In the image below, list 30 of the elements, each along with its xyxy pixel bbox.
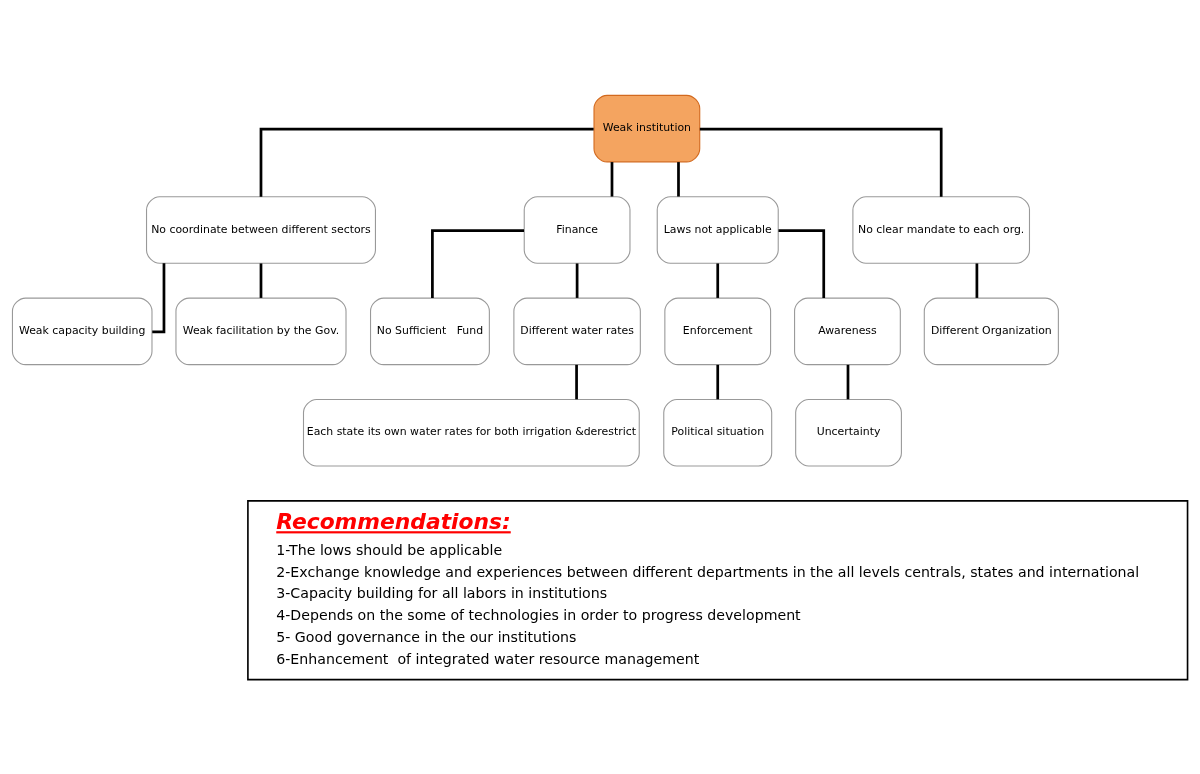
node-box: Awareness: [794, 297, 901, 365]
connector: [152, 262, 166, 333]
connector: [575, 262, 579, 298]
node-box: No coordinate between different sectors: [146, 195, 376, 264]
node-box: Different water rates: [513, 297, 641, 365]
node-box: Recommendations: 1-The lows should be applicable 2-Exchange knowledge and experiences between different departments in the all levels centrals, states and international 3-Capacity building for all labors in institutions 4-Depends on the some of technologies in order to progress development 5- Good governance in the our institutions 6-Enhancement of integrated water resource management: [247, 499, 1189, 680]
node-box: Each state its own water rates for both irrigation &derestrict: [302, 398, 640, 467]
node-box: Weak facilitation by the Gov.: [175, 297, 347, 365]
connector: [259, 127, 594, 197]
node-box: Enforcement: [664, 297, 772, 365]
node-box: No clear mandate to each org.: [852, 195, 1031, 264]
connector: [575, 364, 578, 399]
node-box: Different Organization: [923, 297, 1059, 365]
connector: [699, 127, 943, 197]
connector: [975, 262, 979, 298]
connector: [778, 228, 826, 298]
connector: [846, 364, 850, 399]
node-box: No Sufficient Fund: [370, 297, 490, 365]
node-box: Uncertainty: [795, 398, 902, 467]
node-box: Laws not applicable: [656, 195, 779, 264]
node-box: Weak capacity building: [11, 297, 153, 365]
connector: [716, 364, 720, 399]
connector: [259, 262, 263, 298]
connector: [610, 161, 614, 197]
node-box: Weak institution: [593, 94, 701, 162]
node-box: Political situation: [663, 398, 773, 467]
node-box: Finance: [523, 195, 631, 264]
connector: [716, 262, 720, 298]
connector: [431, 228, 525, 298]
connector: [677, 161, 680, 197]
